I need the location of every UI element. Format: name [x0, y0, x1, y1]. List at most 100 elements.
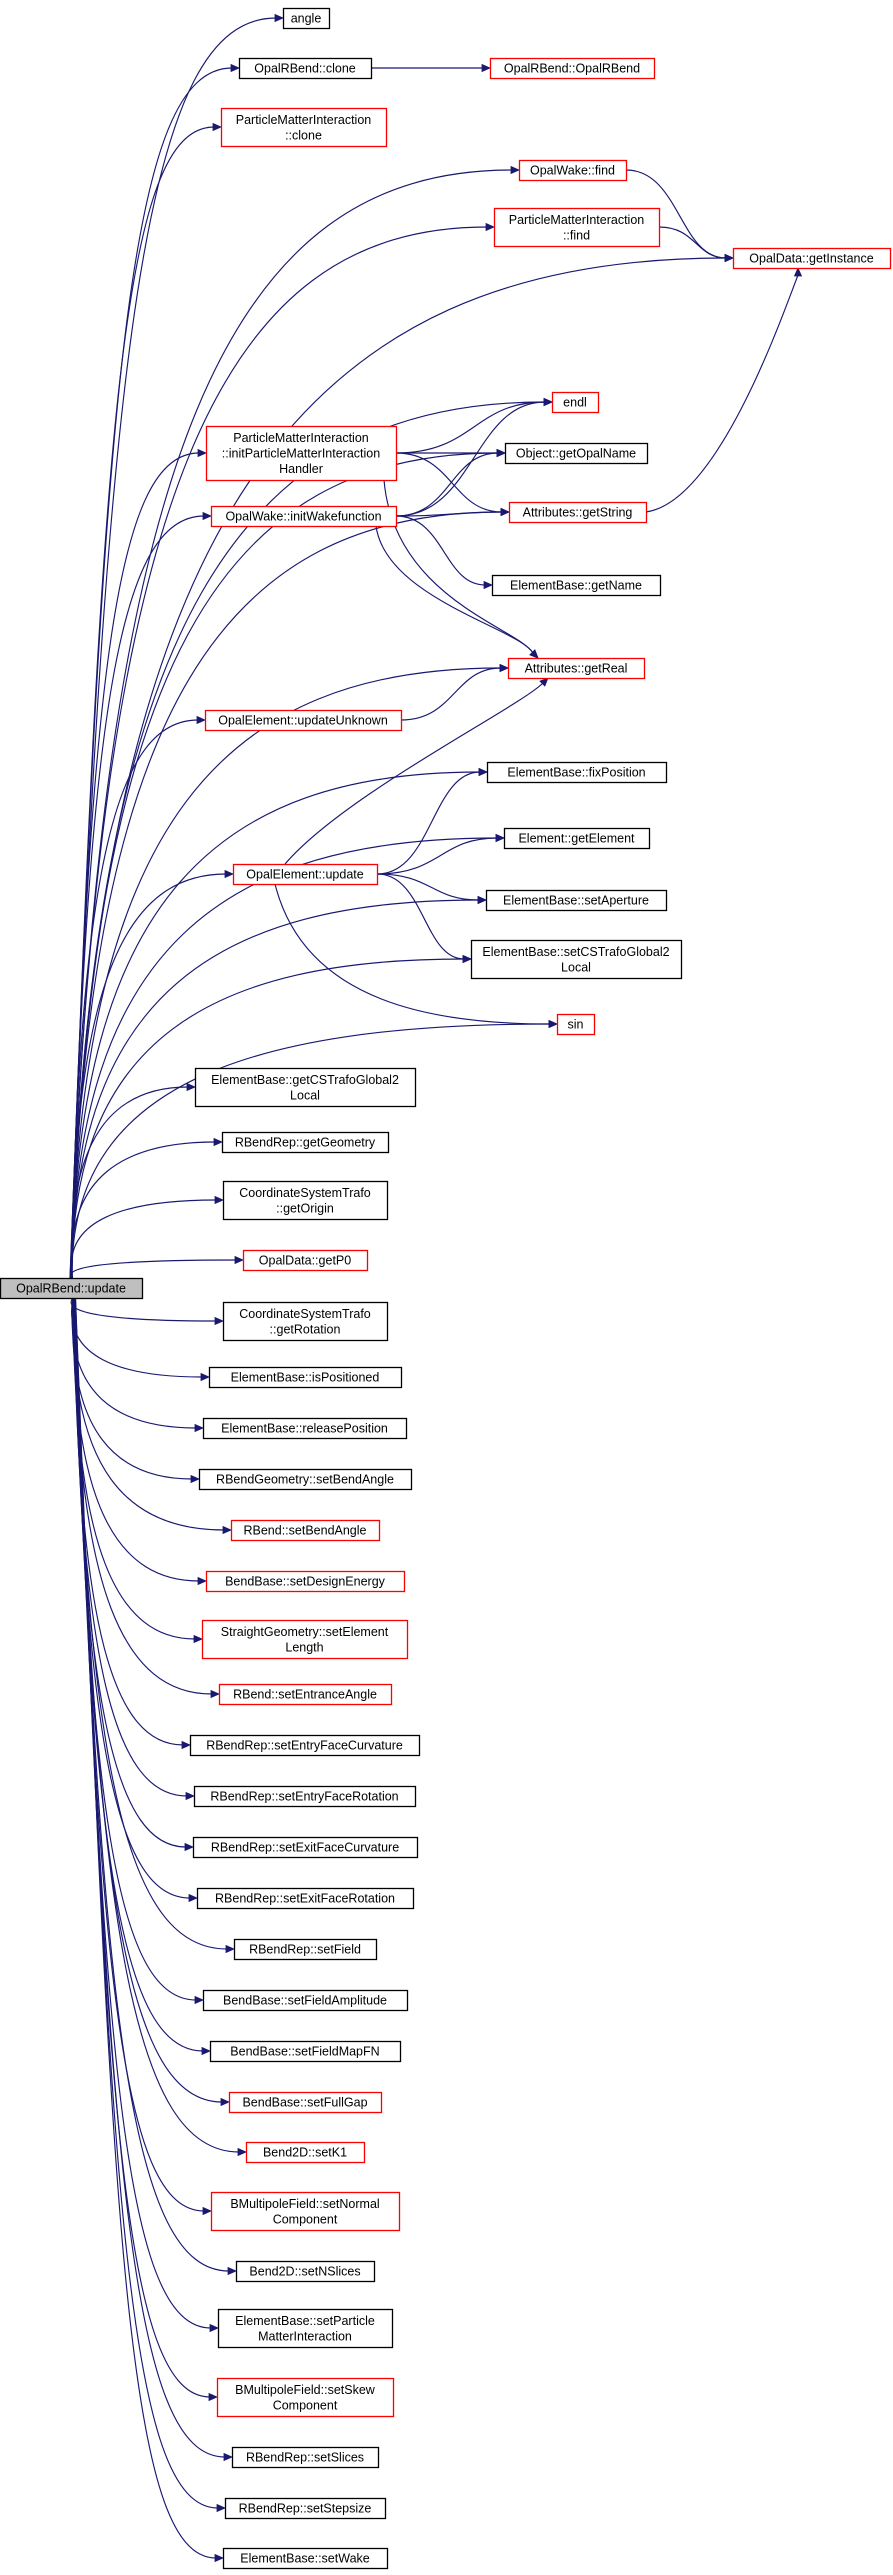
node-label: OpalElement::update: [246, 868, 363, 882]
function-node[interactable]: OpalRBend::clone: [238, 57, 373, 80]
function-node[interactable]: OpalData::getP0: [242, 1249, 369, 1272]
call-edge: [73, 1297, 204, 2052]
call-edge: [71, 837, 498, 1279]
function-node[interactable]: RBendRep::setStepsize: [224, 2497, 387, 2520]
node-box: [196, 1887, 415, 1910]
function-node[interactable]: ElementBase::setWake: [222, 2547, 389, 2570]
arrowhead: [724, 253, 734, 263]
function-node[interactable]: RBendRep::setExitFaceRotation: [196, 1887, 415, 1910]
function-node[interactable]: ElementBase::isPositioned: [208, 1366, 403, 1389]
function-node[interactable]: OpalRBend::OpalRBend: [489, 57, 656, 80]
node-box: [245, 2141, 366, 2164]
function-node[interactable]: RBendGeometry::setBendAngle: [198, 1468, 413, 1491]
node-box: [485, 889, 668, 912]
function-node[interactable]: RBendRep::setEntryFaceCurvature: [189, 1734, 421, 1757]
call-edge: [375, 525, 534, 654]
node-box: [201, 1619, 409, 1660]
node-box: [507, 657, 646, 680]
call-edge: [395, 511, 503, 517]
function-node[interactable]: BendBase::setFieldAmplitude: [202, 1989, 409, 2012]
arrowhead: [478, 767, 488, 777]
call-edge: [73, 1297, 213, 1695]
node-label: ParticleMatterInteraction: [509, 213, 645, 227]
function-node[interactable]: OpalElement::update: [232, 863, 379, 886]
node-box: [202, 1417, 408, 1440]
root-node[interactable]: OpalRBend::update: [0, 1277, 144, 1300]
function-node[interactable]: OpalWake::initWakefunction: [210, 505, 398, 528]
function-node[interactable]: OpalWake::find: [518, 159, 628, 182]
node-label: RBendRep::setField: [249, 1943, 361, 1957]
call-edge: [70, 1259, 237, 1279]
arrowhead: [539, 677, 549, 687]
node-label: BendBase::setFieldMapFN: [230, 2045, 379, 2059]
call-edge: [71, 1297, 193, 1480]
function-node[interactable]: BendBase::setFieldMapFN: [209, 2040, 402, 2063]
function-node[interactable]: ElementBase::getName: [491, 574, 662, 597]
function-node[interactable]: Bend2D::setNSlices: [235, 2260, 376, 2283]
function-node[interactable]: RBend::setBendAngle: [230, 1519, 381, 1542]
function-node[interactable]: OpalData::getInstance: [732, 247, 892, 270]
function-node[interactable]: BendBase::setDesignEnergy: [205, 1570, 406, 1593]
function-node[interactable]: ParticleMatterInteraction::initParticleM…: [205, 425, 398, 482]
function-node[interactable]: ElementBase::setAperture: [485, 889, 668, 912]
function-node[interactable]: angle: [282, 7, 331, 30]
arrowhead: [222, 1525, 232, 1535]
call-edge: [645, 274, 799, 513]
function-node[interactable]: RBendRep::setEntryFaceRotation: [193, 1785, 417, 1808]
call-edge: [71, 958, 465, 1279]
node-label: OpalRBend::clone: [254, 62, 356, 76]
function-node[interactable]: ElementBase::setParticleMatterInteractio…: [217, 2308, 394, 2349]
function-node[interactable]: BendBase::setFullGap: [228, 2091, 383, 2114]
arrowhead: [214, 1316, 224, 1326]
function-node[interactable]: ParticleMatterInteraction::find: [493, 207, 661, 248]
function-node[interactable]: RBend::setEntranceAngle: [218, 1683, 393, 1706]
node-box: [218, 1683, 393, 1706]
function-node[interactable]: CoordinateSystemTrafo::getOrigin: [222, 1180, 389, 1221]
arrowhead: [462, 954, 472, 964]
function-node[interactable]: ElementBase::releasePosition: [202, 1417, 408, 1440]
node-label: Handler: [279, 462, 323, 476]
function-node[interactable]: CoordinateSystemTrafo::getRotation: [222, 1301, 389, 1342]
arrowhead: [194, 1423, 204, 1433]
function-node[interactable]: RBendRep::setField: [233, 1938, 378, 1961]
call-edge: [73, 1297, 223, 2103]
arrowhead: [485, 222, 495, 232]
function-node[interactable]: Attributes::getReal: [507, 657, 646, 680]
call-edge: [376, 873, 465, 960]
function-node[interactable]: Object::getOpalName: [504, 442, 649, 465]
function-node[interactable]: ElementBase::fixPosition: [486, 761, 668, 784]
node-label: ParticleMatterInteraction: [233, 431, 369, 445]
node-box: [198, 1468, 413, 1491]
node-label: BendBase::setDesignEnergy: [225, 1575, 386, 1589]
arrowhead: [184, 1842, 194, 1852]
function-node[interactable]: RBendRep::setExitFaceCurvature: [192, 1836, 419, 1859]
function-node[interactable]: Bend2D::setK1: [245, 2141, 366, 2164]
arrowhead: [210, 1689, 220, 1699]
node-label: ElementBase::getCSTrafoGlobal2: [211, 1073, 399, 1087]
function-node[interactable]: Attributes::getString: [508, 501, 648, 524]
node-label: ElementBase::isPositioned: [231, 1371, 380, 1385]
function-node[interactable]: Element::getElement: [503, 827, 651, 850]
call-edge: [376, 873, 480, 901]
node-box: [470, 939, 683, 980]
node-label: RBendRep::setEntryFaceRotation: [210, 1790, 398, 1804]
call-edge: [71, 899, 480, 1279]
function-node[interactable]: RBendRep::getGeometry: [221, 1131, 390, 1154]
node-label: BendBase::setFieldAmplitude: [223, 1994, 387, 2008]
node-label: OpalData::getInstance: [749, 252, 873, 266]
call-edge: [70, 515, 205, 1279]
node-box: [193, 1785, 417, 1808]
function-node[interactable]: endl: [551, 391, 600, 414]
node-box: [228, 2091, 383, 2114]
function-node[interactable]: RBendRep::setSlices: [231, 2446, 380, 2469]
node-box: [209, 2040, 402, 2063]
function-node[interactable]: sin: [556, 1013, 596, 1036]
node-box: [486, 761, 668, 784]
function-node[interactable]: OpalElement::updateUnknown: [204, 709, 403, 732]
function-node[interactable]: ParticleMatterInteraction::clone: [220, 107, 388, 148]
